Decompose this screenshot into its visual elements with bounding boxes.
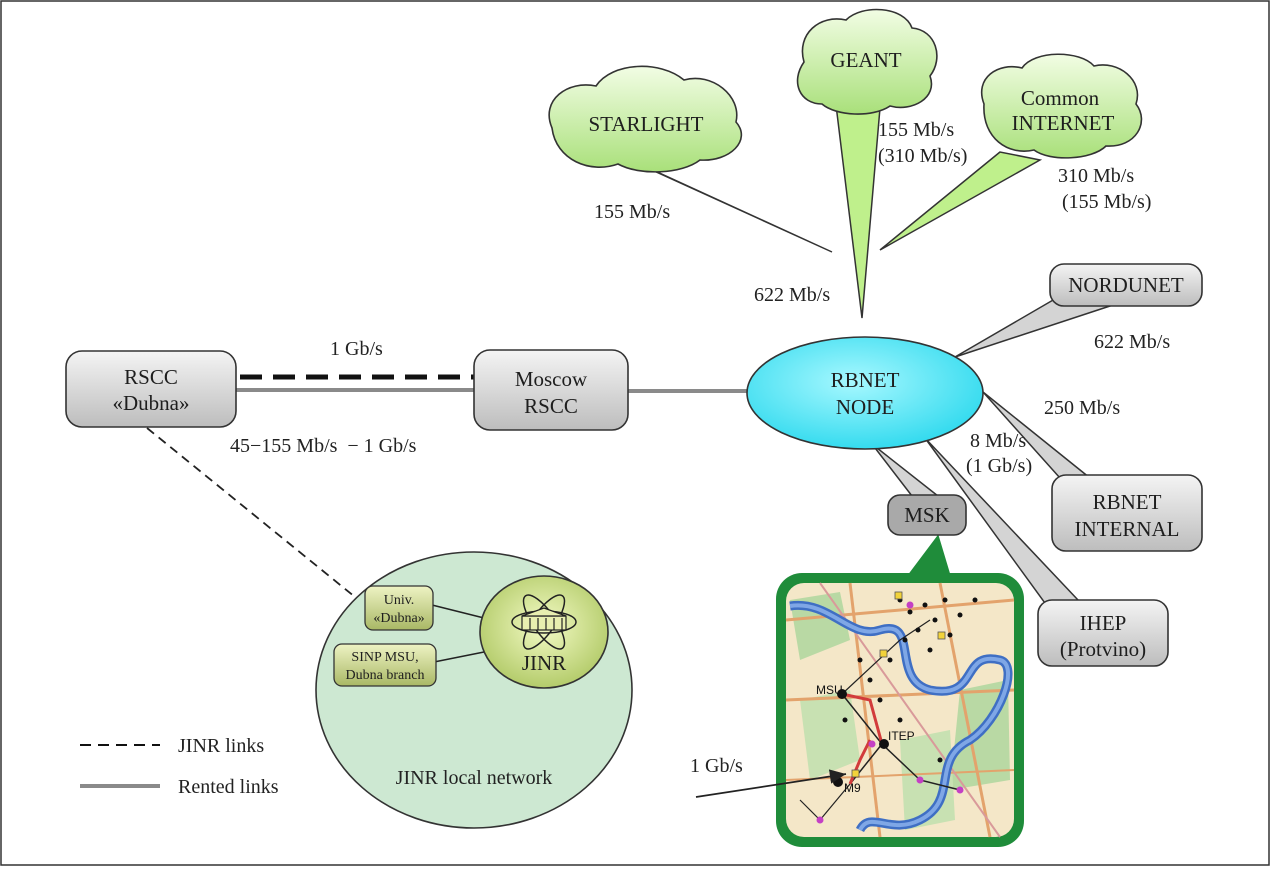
moscow-map: MSU ITEP M9: [776, 573, 1024, 847]
itep-point-icon: [879, 739, 889, 749]
nordunet-speed: 622 Mb/s: [1094, 331, 1170, 353]
univ-dubna-label-2: «Dubna»: [373, 611, 424, 626]
sinp-msu-label-1: SINP MSU,: [351, 650, 418, 665]
ihep-speed-1: 8 Mb/s: [970, 430, 1026, 452]
univ-dubna-box: Univ. «Dubna»: [364, 585, 434, 631]
rbnet-node-label-1: RBNET: [831, 368, 900, 392]
msk-box: MSK: [887, 494, 967, 536]
moscow-rscc-label-1: Moscow: [515, 367, 588, 391]
map-speed: 1 Gb/s: [690, 755, 743, 777]
trunk-speed: 622 Mb/s: [754, 284, 830, 306]
rscc-dubna-label-1: RSCC: [124, 365, 178, 389]
jinr-local-network-label: JINR local network: [396, 767, 553, 789]
rscc-dubna-box: RSCC «Dubna»: [65, 350, 237, 428]
nordunet-box: NORDUNET: [1049, 263, 1203, 307]
jinr-node: JINR: [479, 575, 609, 689]
sinp-msu-box: SINP MSU, Dubna branch: [333, 643, 437, 687]
map-point-itep: ITEP: [888, 729, 915, 743]
legend-rented-links: Rented links: [178, 776, 279, 798]
univ-dubna-label-1: Univ.: [384, 593, 415, 608]
map-point-m9: M9: [844, 781, 861, 795]
dubna-rented-speed: 45−155 Mb/s − 1 Gb/s: [230, 435, 417, 457]
common-internet-cloud: Common INTERNET: [981, 53, 1143, 159]
rbnet-node-label-2: NODE: [836, 395, 894, 419]
geant-speed-2: (310 Mb/s): [878, 145, 967, 167]
rbnet-internal-label-2: INTERNAL: [1075, 517, 1180, 541]
rbnet-node: RBNET NODE: [746, 336, 984, 450]
rbnet-internal-box: RBNET INTERNAL: [1051, 474, 1203, 552]
dubna-jinr-speed: 1 Gb/s: [330, 338, 383, 360]
jinr-label: JINR: [522, 651, 566, 675]
geant-speed-1: 155 Mb/s: [878, 119, 954, 141]
ihep-label-1: IHEP: [1080, 611, 1127, 635]
rbnet-internal-label-1: RBNET: [1093, 490, 1162, 514]
internal-speed: 250 Mb/s: [1044, 397, 1120, 419]
jinr-local-network: JINR Univ. «Dubna» SINP MSU, Dubna branc…: [315, 551, 633, 829]
ihep-label-2: (Protvino): [1060, 637, 1146, 661]
ihep-box: IHEP (Protvino): [1037, 599, 1169, 667]
internet-wedge: [879, 151, 1043, 251]
msk-label: MSK: [904, 503, 950, 527]
internet-speed-1: 310 Mb/s: [1058, 165, 1134, 187]
atom-logo-icon: [511, 594, 577, 650]
internet-speed-2: (155 Mb/s): [1062, 191, 1151, 213]
rscc-dubna-label-2: «Dubna»: [113, 391, 190, 415]
geant-label: GEANT: [830, 48, 901, 72]
nordunet-label: NORDUNET: [1068, 273, 1184, 297]
ihep-speed-2: (1 Gb/s): [966, 455, 1032, 477]
m9-point-icon: [833, 777, 843, 787]
sinp-msu-label-2: Dubna branch: [346, 668, 425, 683]
map-point-msu: MSU: [816, 683, 843, 697]
geant-cloud: GEANT: [796, 8, 938, 115]
starlight-label: STARLIGHT: [589, 112, 704, 136]
common-internet-label-2: INTERNET: [1012, 111, 1115, 135]
msu-point-icon: [837, 689, 847, 699]
moscow-rscc-box: Moscow RSCC: [473, 349, 629, 431]
common-internet-label-1: Common: [1021, 86, 1100, 110]
map-incoming-arrow: [695, 769, 847, 798]
starlight-speed: 155 Mb/s: [594, 201, 670, 223]
moscow-rscc-label-2: RSCC: [524, 394, 578, 418]
legend: JINR links Rented links: [80, 735, 279, 798]
starlight-cloud: STARLIGHT: [548, 65, 743, 173]
legend-jinr-links: JINR links: [178, 735, 264, 757]
